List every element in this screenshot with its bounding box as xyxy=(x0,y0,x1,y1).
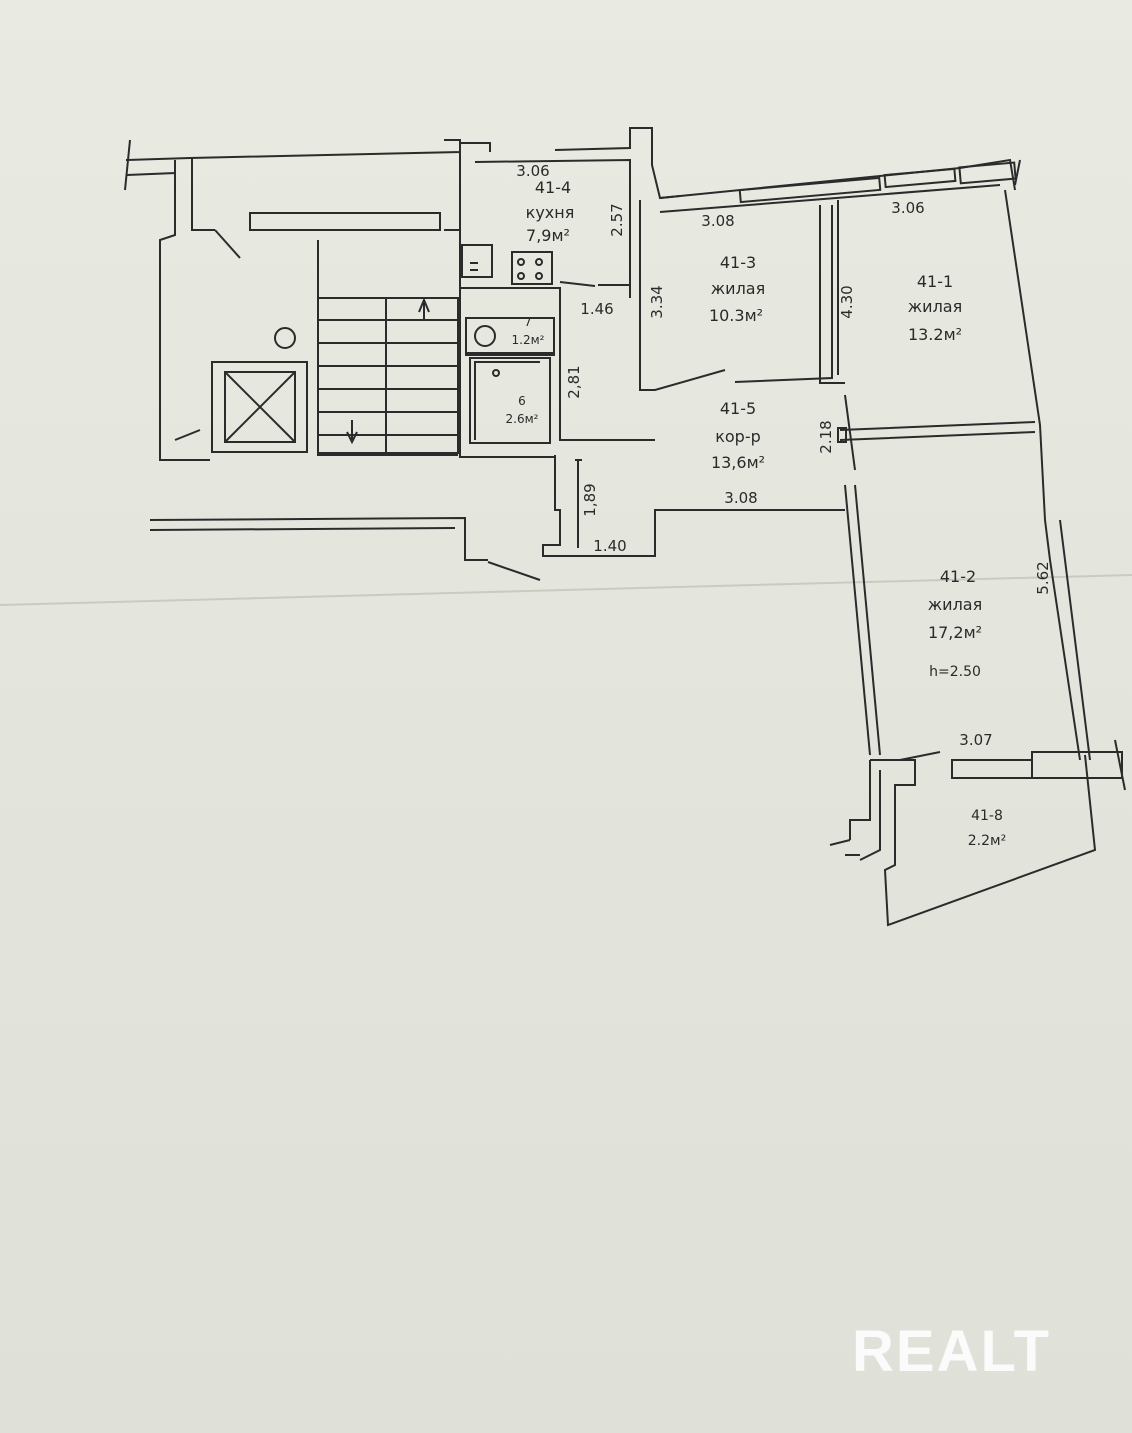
dim-room1-side: 4.30 xyxy=(838,285,856,318)
room-41-2-area: 17,2м² xyxy=(928,623,982,642)
room-41-4-area: 7,9м² xyxy=(526,226,570,245)
dim-room2-bottom: 3.07 xyxy=(959,731,992,749)
room-6-area: 2.6м² xyxy=(506,412,539,426)
room-41-1-name: жилая xyxy=(908,297,962,316)
room-41-3-name: жилая xyxy=(711,279,765,298)
dim-room2-side: 5.62 xyxy=(1034,561,1052,594)
room-41-8-area: 2.2м² xyxy=(968,833,1006,849)
room-41-1-id: 41-1 xyxy=(917,272,953,291)
room-41-8-id: 41-8 xyxy=(971,808,1003,824)
dim-kitchen-side: 2.57 xyxy=(608,203,626,236)
dim-bath-width: 1.46 xyxy=(580,300,613,318)
room-41-5-area: 13,6м² xyxy=(711,453,765,472)
dim-nook-side: 1,89 xyxy=(581,483,599,516)
room-6-id: 6 xyxy=(518,394,526,408)
dim-room3-side: 3.34 xyxy=(648,285,666,318)
dim-room1-top: 3.06 xyxy=(891,199,924,217)
room-41-4-id: 41-4 xyxy=(535,178,571,197)
room-labels: 41-4 кухня 7,9м² 41-3 жилая 10.3м² 41-1 … xyxy=(506,178,1007,849)
room-41-3-id: 41-3 xyxy=(720,253,756,272)
room-41-2-height: h=2.50 xyxy=(929,664,981,680)
dim-nook-bottom: 1.40 xyxy=(593,537,626,555)
room-41-5-id: 41-5 xyxy=(720,399,756,418)
room-41-2-id: 41-2 xyxy=(940,567,976,586)
dim-room3-top: 3.08 xyxy=(701,212,734,230)
dim-corridor-bottom: 3.08 xyxy=(724,489,757,507)
room-41-1-area: 13.2м² xyxy=(908,325,962,344)
room-41-2-name: жилая xyxy=(928,595,982,614)
walls xyxy=(124,127,1126,927)
dimension-labels: 3.06 2.57 3.08 3.34 3.06 4.30 1.46 2,81 … xyxy=(516,162,1052,749)
room-7-area: 1.2м² xyxy=(512,333,545,347)
realt-watermark-logo: REALT xyxy=(852,1319,1052,1384)
dim-corridor-door: 2.18 xyxy=(817,420,835,453)
room-7-id: 7 xyxy=(524,315,532,329)
room-41-4-name: кухня xyxy=(526,203,575,222)
dim-kitchen-top: 3.06 xyxy=(516,162,549,180)
room-41-5-name: кор-р xyxy=(715,427,761,446)
dim-bath-side: 2,81 xyxy=(565,365,583,398)
room-41-3-area: 10.3м² xyxy=(709,306,763,325)
